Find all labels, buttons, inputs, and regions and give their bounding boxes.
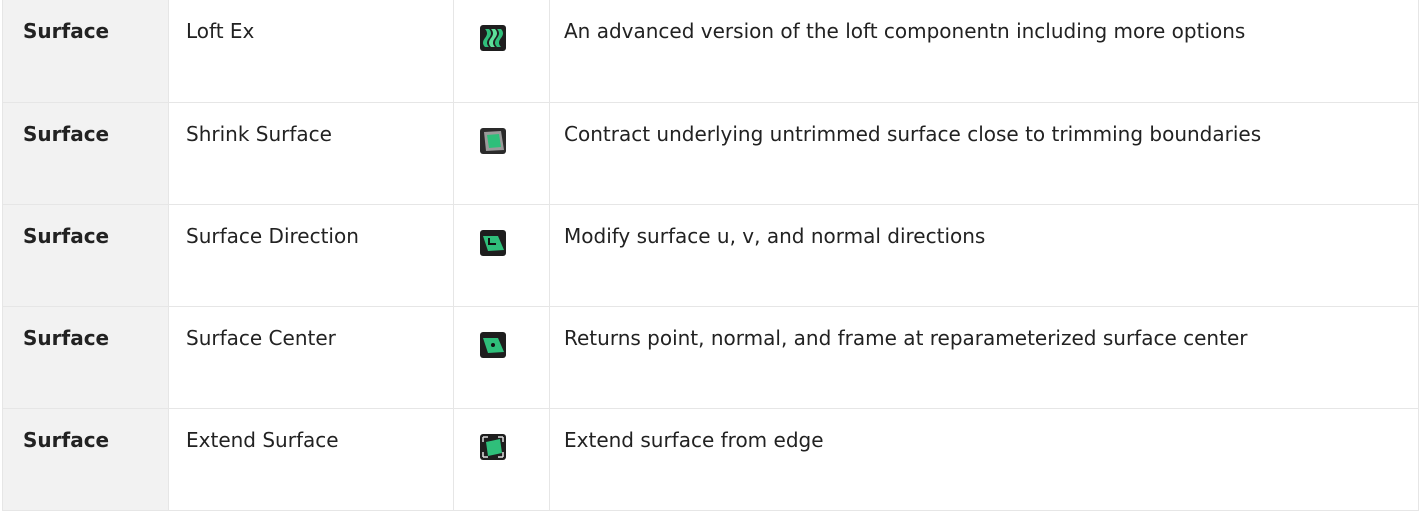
table-row: Surface Extend Surface Extend surface fr… (2, 407, 1419, 511)
loft-ex-icon (480, 25, 506, 51)
component-description: Modify surface u, v, and normal directio… (549, 203, 1419, 307)
table-row: Surface Shrink Surface Contract underlyi… (2, 101, 1419, 205)
component-name: Loft Ex (168, 0, 454, 103)
category-cell: Surface (2, 0, 169, 103)
table-row: Surface Loft Ex An advanced version of t… (2, 0, 1419, 103)
component-description: Returns point, normal, and frame at repa… (549, 305, 1419, 409)
table-row: Surface Surface Direction Modify surface… (2, 203, 1419, 307)
category-cell: Surface (2, 203, 169, 307)
surface-direction-icon (480, 229, 506, 256)
component-name: Shrink Surface (168, 101, 454, 205)
surface-center-icon (480, 331, 506, 358)
component-name: Surface Center (168, 305, 454, 409)
category-cell: Surface (2, 101, 169, 205)
extend-surface-icon (480, 433, 506, 460)
component-description: Contract underlying untrimmed surface cl… (549, 101, 1419, 205)
category-cell: Surface (2, 407, 169, 511)
shrink-surface-icon (480, 127, 506, 154)
table-row: Surface Surface Center Returns point, no… (2, 305, 1419, 409)
category-cell: Surface (2, 305, 169, 409)
component-description: Extend surface from edge (549, 407, 1419, 511)
component-name: Surface Direction (168, 203, 454, 307)
component-name: Extend Surface (168, 407, 454, 511)
component-description: An advanced version of the loft componen… (549, 0, 1419, 103)
